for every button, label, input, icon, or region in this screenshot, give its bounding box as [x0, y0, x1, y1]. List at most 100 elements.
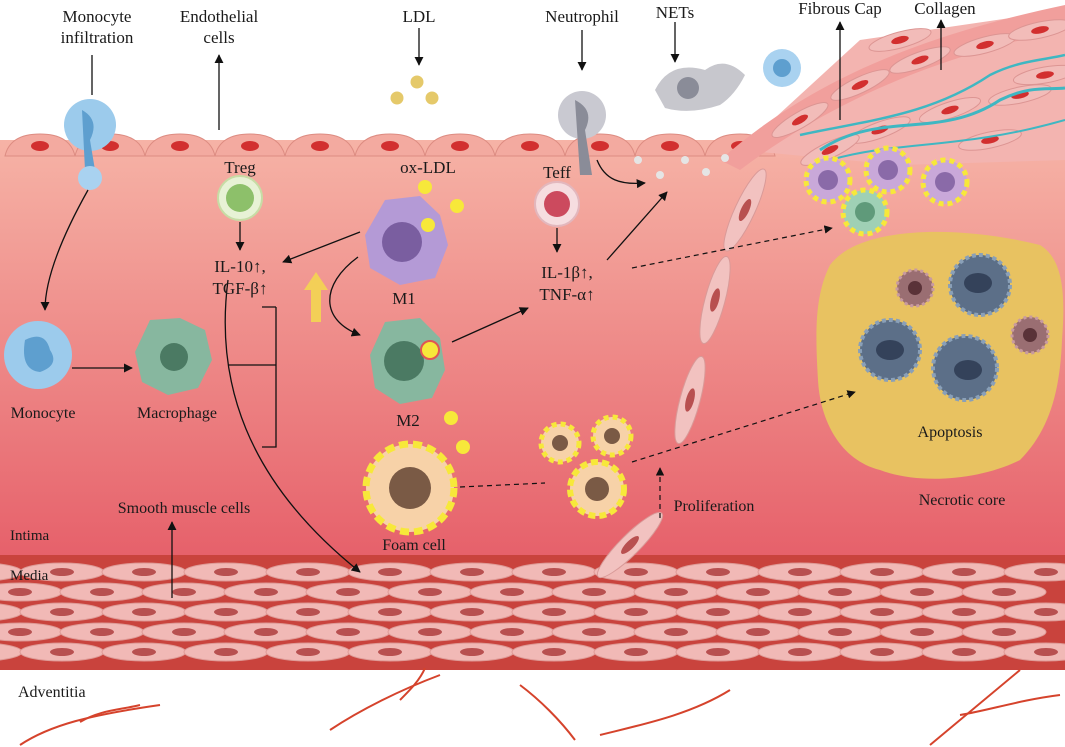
label-endothelial-1: Endothelial: [180, 7, 259, 26]
increase-arrow-icon: [304, 272, 328, 322]
cap-muscle-cell: [868, 28, 932, 52]
muscle-cell: [757, 562, 843, 582]
label-monocyte-infiltration-2: infiltration: [61, 28, 134, 47]
muscle-cell: [469, 622, 555, 642]
cap-muscle-cell: [889, 46, 951, 74]
label-smooth-muscle-cells: Smooth muscle cells: [118, 500, 250, 517]
muscle-cell: [675, 642, 761, 662]
label-adventitia: Adventitia: [18, 684, 86, 701]
label-ldl: LDL: [402, 7, 435, 26]
muscle-cell: [305, 582, 391, 602]
label-foam-cell: Foam cell: [382, 537, 446, 554]
muscle-cell: [715, 582, 801, 602]
arrow-m1-to-il10: [282, 231, 361, 264]
endothelial-cell: [494, 133, 566, 157]
muscle-cell: [757, 642, 843, 662]
muscle-cell: [387, 582, 473, 602]
label-m1: M1: [392, 289, 416, 308]
endothelial-cell: [284, 133, 356, 157]
label-macrophage: Macrophage: [137, 405, 217, 422]
label-tnf: TNF-α↑: [539, 285, 594, 304]
label-proliferation: Proliferation: [674, 498, 755, 515]
apoptotic-cell: [948, 253, 1012, 317]
muscle-cell: [265, 562, 351, 582]
monocyte-cell: [4, 321, 72, 389]
muscle-cell: [59, 622, 145, 642]
endothelial-cell: [634, 133, 706, 157]
media-smooth-muscle-cells: [0, 562, 1065, 662]
endothelial-cell: [144, 133, 216, 157]
cap-muscle-cell: [1008, 19, 1065, 41]
ox-ldl-particles: [418, 180, 470, 454]
nets: [655, 49, 801, 111]
muscle-cell: [387, 622, 473, 642]
muscle-cell: [921, 562, 1007, 582]
muscle-cell: [797, 622, 883, 642]
muscle-cell: [593, 602, 679, 622]
arrow-m1-to-m2: [329, 256, 361, 337]
label-collagen: Collagen: [914, 0, 976, 18]
label-neutrophil: Neutrophil: [545, 7, 619, 26]
muscle-cell: [511, 642, 597, 662]
teff-cell: [534, 181, 580, 227]
muscle-cell: [1003, 602, 1065, 622]
label-teff: Teff: [543, 163, 571, 182]
muscle-cell: [921, 642, 1007, 662]
endothelial-cell: [354, 133, 426, 157]
bracket-macrophage: [228, 306, 277, 448]
endothelial-cell: [214, 133, 286, 157]
apoptotic-cell: [1010, 315, 1050, 355]
endothelial-cell: [4, 133, 76, 157]
muscle-cell: [961, 622, 1047, 642]
muscle-cell: [141, 582, 227, 602]
muscle-cell: [101, 602, 187, 622]
muscle-cell: [1003, 562, 1065, 582]
muscle-cell: [183, 562, 269, 582]
muscle-cell: [19, 642, 105, 662]
cap-muscle-cell: [771, 102, 829, 138]
arrow-infiltration-to-monocyte: [40, 189, 89, 311]
muscle-cell: [511, 602, 597, 622]
muscle-cell: [633, 582, 719, 602]
muscle-cell: [347, 562, 433, 582]
endothelium: [4, 133, 776, 157]
muscle-cell: [223, 582, 309, 602]
muscle-cell: [961, 582, 1047, 602]
macrophage-cell: [135, 318, 212, 395]
muscle-cell: [1003, 642, 1065, 662]
muscle-cell: [265, 642, 351, 662]
label-nets: NETs: [656, 3, 694, 22]
collagen-fibers: [799, 53, 1065, 161]
label-monocyte: Monocyte: [11, 405, 76, 422]
muscle-cell: [101, 562, 187, 582]
arrows: [40, 19, 946, 598]
labels: Monocyte infiltration Endothelial cells …: [10, 0, 1005, 701]
muscle-cell: [675, 602, 761, 622]
muscle-cell: [879, 622, 965, 642]
muscle-cell: [59, 582, 145, 602]
label-media: Media: [10, 568, 49, 584]
muscle-cell: [141, 622, 227, 642]
muscle-cell: [19, 602, 105, 622]
muscle-cell: [879, 582, 965, 602]
muscle-cell: [469, 582, 555, 602]
muscle-cell: [347, 642, 433, 662]
muscle-cell: [183, 642, 269, 662]
label-tgf: TGF-β↑: [213, 279, 268, 298]
cytokine-dots: [634, 154, 729, 179]
fibrous-cap-cells: [771, 19, 1065, 166]
cap-muscle-cell: [918, 97, 982, 123]
endothelial-cell: [424, 133, 496, 157]
cap-muscle-cell: [830, 69, 890, 101]
muscle-cell: [593, 642, 679, 662]
muscle-cell: [839, 642, 925, 662]
muscle-cell: [223, 622, 309, 642]
migrating-smooth-muscle-cells: [596, 168, 767, 579]
muscle-cell: [183, 602, 269, 622]
label-fibrous-cap: Fibrous Cap: [798, 0, 882, 18]
neutrophil-cell: [558, 91, 606, 175]
treg-cell: [217, 175, 263, 221]
small-foam-cell: [538, 414, 634, 519]
muscle-cell: [797, 582, 883, 602]
